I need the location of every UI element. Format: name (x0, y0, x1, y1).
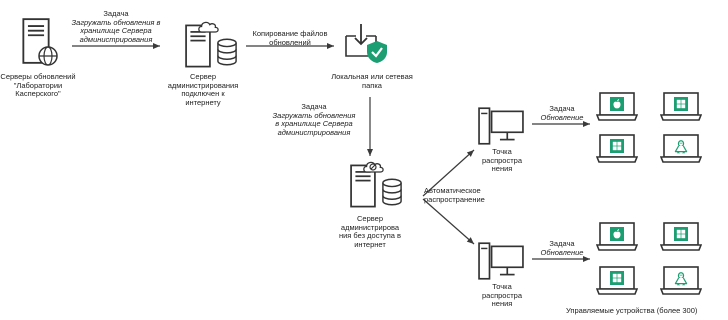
update-task-top-label: Задача Обновление (540, 104, 584, 122)
distribution-point-top-monitor-icon (478, 107, 524, 145)
database-icon (217, 38, 237, 66)
distribution-point-top-label: Точка распростра нения (481, 147, 523, 173)
device-laptop-windows-1 (660, 92, 702, 122)
device-laptop-mac-2 (596, 222, 638, 252)
device-laptop-linux-2 (660, 266, 702, 296)
gear-icon (369, 163, 377, 171)
linux-penguin-icon (673, 270, 689, 286)
local-folder-node (344, 22, 390, 66)
auto-distribution-label: Автоматическое распространение (424, 186, 485, 204)
apple-logo-icon (610, 227, 624, 241)
distribution-point-bottom-label: Точка распростра нения (481, 282, 523, 308)
device-laptop-linux-1 (660, 134, 702, 164)
arrow-auto-distribution-bottom (422, 198, 475, 245)
admin-server-offline-label: Сервер администрирова ния без доступа в … (338, 214, 402, 249)
copy-files-label: Копирование файлов обновлений (252, 29, 328, 47)
windows-logo-icon (610, 271, 624, 285)
admin-server-offline-node (344, 160, 414, 210)
distribution-point-bottom-monitor-icon (478, 242, 524, 280)
shield-check-icon (367, 41, 387, 63)
database-icon (382, 178, 402, 206)
windows-logo-icon (674, 227, 688, 241)
managed-devices-label: Управляемые устройства (более 300) (566, 307, 698, 315)
cloud-icon (197, 20, 219, 33)
device-laptop-windows-3 (660, 222, 702, 252)
admin-server-online-node (165, 20, 241, 70)
linux-penguin-icon (673, 138, 689, 154)
update-task-bottom-label: Задача Обновление (540, 239, 584, 257)
windows-logo-icon (610, 139, 624, 153)
apple-logo-icon (610, 97, 624, 111)
update-server-node (14, 18, 58, 70)
local-folder-label: Локальная или сетевая папка (331, 72, 413, 90)
device-laptop-windows-2 (596, 134, 638, 164)
download-task-1-label: Задача Загружать обновления в хранилище … (71, 9, 161, 44)
globe-icon (38, 46, 58, 66)
device-laptop-windows-4 (596, 266, 638, 296)
update-servers-label: Серверы обновлений "Лаборатории Касперск… (0, 72, 76, 98)
windows-logo-icon (674, 97, 688, 111)
download-task-2-label: Задача Загружать обновления в хранилище … (272, 102, 356, 137)
admin-server-online-label: Сервер администрирования подключен к инт… (167, 72, 239, 107)
device-laptop-mac-1 (596, 92, 638, 122)
arrow-auto-distribution-top (422, 149, 475, 197)
